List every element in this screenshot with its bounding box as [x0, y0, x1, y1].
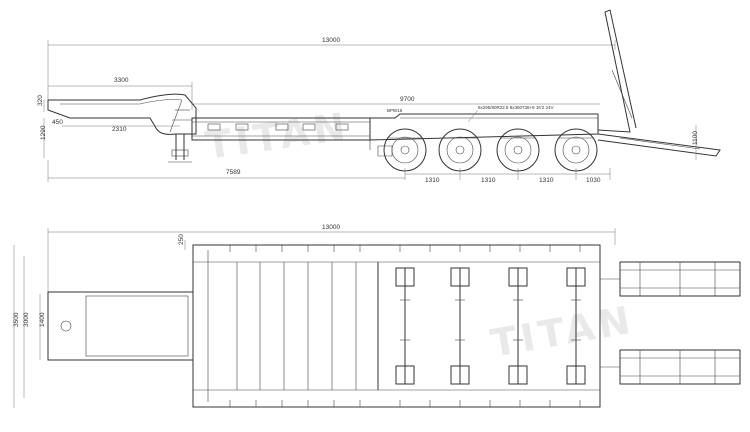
dim-neck-width: 1400: [39, 312, 46, 327]
dim-overall-width: 3500: [13, 312, 20, 327]
top-view: 13000 250 3500 3000 1400: [13, 224, 741, 408]
dim-frame-width: 3000: [23, 312, 30, 327]
axle-1: [395, 267, 415, 385]
dim-deck-height: 1290: [40, 125, 47, 140]
rear-ramp-lower: [619, 349, 741, 385]
dim-side-overall-length: 13000: [322, 37, 340, 44]
deck-note: BPW16: [387, 108, 403, 113]
dim-axle-spacing-1: 1310: [425, 177, 440, 184]
wheel-4: [554, 128, 598, 172]
tyre-note: 8x295/80R22.5 8x360736+8 16'2 24V: [478, 105, 554, 110]
dim-neck-height: 320: [37, 95, 44, 106]
watermark-top: TITAN: [488, 297, 638, 365]
dim-kingpin-offset: 2310: [112, 126, 127, 133]
rear-ramp-upper: [619, 261, 741, 297]
dim-kingpin-height: 450: [52, 119, 63, 126]
dim-ramp-height: 1100: [692, 131, 699, 145]
axle-2: [450, 267, 470, 385]
side-view: 13000 3300 9700 320 1290 450 2310: [37, 9, 721, 184]
wheel-1: [383, 128, 427, 172]
dim-side-gap: 250: [178, 234, 185, 245]
axle-4: [566, 267, 586, 385]
dim-deck-length: 9700: [400, 96, 415, 103]
dim-top-overall-length: 13000: [322, 224, 340, 231]
wheel-2: [438, 128, 482, 172]
dim-axle-spacing-2: 1310: [481, 177, 496, 184]
dim-gooseneck-length: 3300: [114, 77, 129, 84]
dim-axle-spacing-3: 1310: [539, 177, 554, 184]
dim-rear-overhang: 1030: [586, 177, 601, 184]
axle-3: [508, 267, 528, 385]
dim-deck-to-axle: 7589: [226, 169, 241, 176]
wheel-3: [496, 128, 540, 172]
